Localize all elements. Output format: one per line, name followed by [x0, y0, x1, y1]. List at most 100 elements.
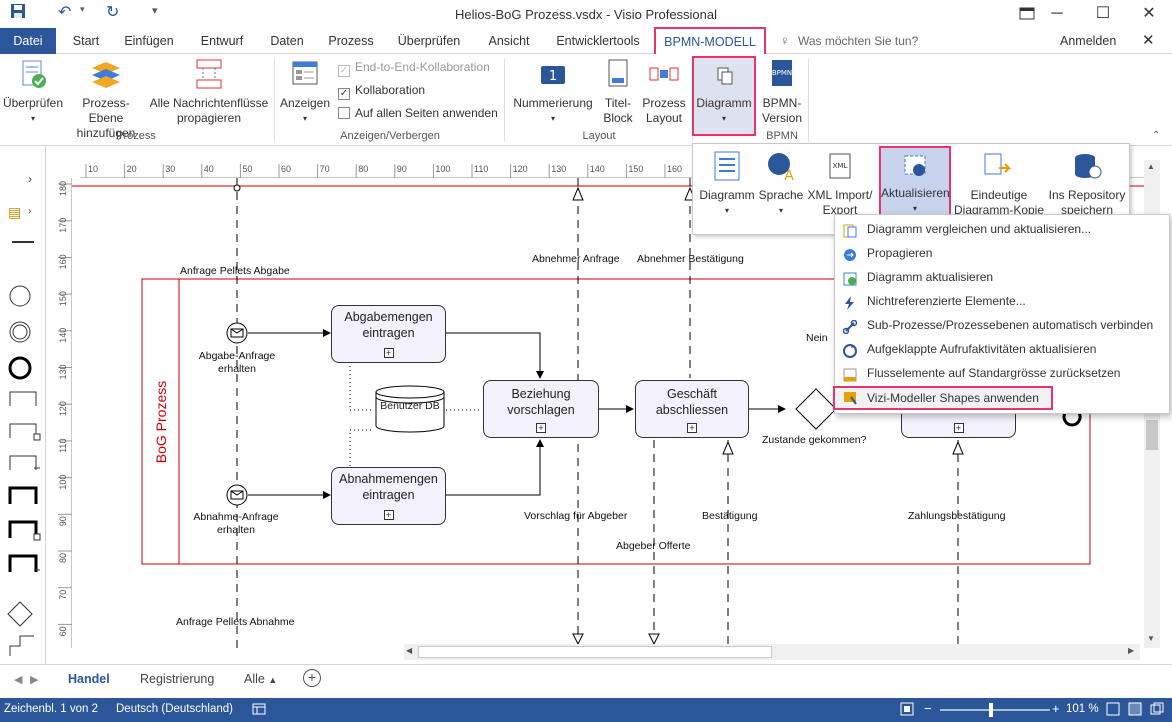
- zoom-in-icon[interactable]: +: [1052, 701, 1060, 716]
- gateway[interactable]: [795, 388, 837, 430]
- title-bar: ↶ ▾ ↻ ▾ Helios-BoG Prozess.vsdx - Visio …: [0, 0, 1172, 28]
- page-tab-registrierung[interactable]: Registrierung: [140, 672, 215, 686]
- group-separator: [274, 58, 275, 142]
- minimize-icon[interactable]: ─: [1051, 5, 1063, 22]
- task-label: Geschäft abschliessen: [655, 387, 729, 417]
- tab-next-icon[interactable]: ▶: [30, 674, 39, 686]
- scroll-thumb[interactable]: [1146, 420, 1158, 450]
- task-beziehung[interactable]: Beziehung vorschlagen+: [483, 380, 599, 438]
- task-abgabemengen[interactable]: Abgabemengen eintragen+: [331, 305, 446, 363]
- page-tab-alle[interactable]: Alle ▲: [244, 672, 277, 686]
- fit-page-icon[interactable]: [900, 702, 914, 719]
- maximize-icon[interactable]: ☐: [1095, 5, 1111, 22]
- group-anzeigen-label: Anzeigen/Verbergen: [340, 130, 440, 142]
- tab-start[interactable]: Start: [72, 34, 100, 48]
- submenu-sprache-button[interactable]: A Sprache ▾: [757, 150, 805, 218]
- tab-entwurf[interactable]: Entwurf: [200, 34, 244, 48]
- menu-item-vizi-modeller[interactable]: Vizi-Modeller Shapes anwenden: [833, 386, 1053, 410]
- tab-ueberpruefen[interactable]: Überprüfen: [397, 34, 461, 48]
- tab-entwicklertools[interactable]: Entwicklertools: [556, 34, 640, 48]
- close-document-icon[interactable]: ✕: [1142, 32, 1155, 49]
- pan-zoom-icon[interactable]: [1128, 702, 1142, 719]
- submenu-kopie-label: Eindeutige Diagramm-Kopie: [953, 188, 1045, 217]
- ruler-label: 130: [58, 364, 68, 379]
- checkbox-alle-seiten[interactable]: Auf allen Seiten anwenden: [338, 106, 498, 120]
- menu-item-nichtreferenziert[interactable]: Nichtreferenzierte Elemente...: [835, 289, 1169, 313]
- checkbox-kollaboration[interactable]: ✓Kollaboration: [338, 83, 425, 100]
- switch-windows-icon[interactable]: [1150, 702, 1164, 719]
- close-icon[interactable]: ✕: [1142, 5, 1156, 22]
- tab-prozess[interactable]: Prozess: [328, 34, 374, 48]
- nummerierung-button[interactable]: 1 Nummerierung ▾: [508, 58, 598, 126]
- signin-link[interactable]: Anmelden: [1060, 34, 1117, 48]
- horizontal-scrollbar[interactable]: ◀ ▶: [404, 644, 1140, 660]
- scroll-left-icon[interactable]: ◀: [406, 646, 413, 655]
- tab-daten[interactable]: Daten: [270, 34, 304, 48]
- datastore-benutzer[interactable]: [374, 384, 446, 434]
- fit-window-icon[interactable]: [1106, 702, 1120, 719]
- menu-item-aktualisieren[interactable]: Diagramm aktualisieren: [835, 265, 1169, 289]
- scroll-down-icon[interactable]: ▼: [1147, 634, 1155, 643]
- zoom-level[interactable]: 101 %: [1066, 703, 1099, 715]
- collapse-ribbon-icon[interactable]: ⌃: [1152, 130, 1161, 141]
- expand-shapes-icon[interactable]: ›: [28, 172, 32, 186]
- menu-bar: Datei Start Einfügen Entwurf Daten Proze…: [0, 27, 1172, 57]
- stencil-icon[interactable]: ▤: [8, 204, 22, 220]
- shape-stencils[interactable]: [6, 238, 42, 658]
- save-icon[interactable]: [10, 3, 26, 24]
- compare-icon: [843, 222, 857, 238]
- menu-item-vergleichen[interactable]: Diagramm vergleichen und aktualisieren..…: [835, 217, 1169, 241]
- submenu-kopie-button[interactable]: Eindeutige Diagramm-Kopie: [949, 150, 1049, 218]
- lightbulb-icon: ♀: [780, 33, 790, 48]
- scroll-right-icon[interactable]: ▶: [1128, 646, 1135, 655]
- scroll-thumb[interactable]: [418, 646, 772, 658]
- submenu-repository-button[interactable]: Ins Repository speichern: [1045, 150, 1129, 218]
- prozess-ebene-button[interactable]: Prozess-Ebene hinzufügen: [66, 58, 146, 141]
- message-arrow: [572, 186, 584, 201]
- undo-dropdown-icon[interactable]: ▾: [80, 4, 85, 14]
- bpmn-version-button[interactable]: BPMN BPMN-Version: [758, 58, 806, 126]
- menu-item-label: Sub-Prozesse/Prozessebenen automatisch v…: [867, 318, 1154, 332]
- undo-icon[interactable]: ↶: [58, 4, 72, 21]
- scroll-up-icon[interactable]: ▲: [1147, 162, 1155, 171]
- submenu-diagramm-button[interactable]: Diagramm ▾: [695, 150, 759, 218]
- alle-nachrichten-button[interactable]: Alle Nachrichtenflüsse propagieren: [148, 58, 270, 126]
- task-abnahmemengen[interactable]: Abnahmemengen eintragen+: [331, 467, 446, 525]
- menu-item-verbinden[interactable]: Sub-Prozesse/Prozessebenen automatisch v…: [835, 313, 1169, 337]
- chevron-down-icon: ▾: [724, 206, 729, 215]
- add-page-icon[interactable]: +: [303, 669, 321, 687]
- task-geschaeft[interactable]: Geschäft abschliessen+: [635, 380, 749, 438]
- pruefen-button[interactable]: Überprüfen ▾: [2, 58, 64, 126]
- diagramm-button[interactable]: Diagramm ▾: [692, 56, 756, 136]
- submenu-aktualisieren-button[interactable]: Aktualisieren ▾: [879, 146, 951, 216]
- stencil-expand-icon[interactable]: ›: [28, 206, 32, 217]
- tab-prev-icon[interactable]: ◀: [14, 674, 23, 686]
- group-bpmn-label: BPMN: [766, 130, 798, 142]
- page-tab-handel[interactable]: Handel: [68, 672, 110, 686]
- tell-me-input[interactable]: Was möchten Sie tun?: [798, 34, 919, 48]
- diagramm-label: Diagramm: [696, 96, 752, 110]
- customize-quick-access-icon[interactable]: ▾: [152, 5, 158, 17]
- menu-item-propagieren[interactable]: Propagieren: [835, 241, 1169, 265]
- zoom-slider[interactable]: [940, 703, 1050, 717]
- checkbox-end-to-end[interactable]: ✓End-to-End-Kollaboration: [338, 60, 490, 77]
- submenu-xml-label: XML Import/ Export: [807, 188, 873, 217]
- titelblock-button[interactable]: Titel-Block: [600, 58, 636, 126]
- zoom-thumb[interactable]: [989, 703, 994, 717]
- menu-item-standardgroesse[interactable]: Flusselemente auf Standargrösse zurückse…: [835, 361, 1169, 385]
- submenu-xml-button[interactable]: XML XML Import/ Export: [805, 150, 875, 218]
- macro-icon[interactable]: [252, 702, 266, 719]
- tab-einfuegen[interactable]: Einfügen: [124, 34, 174, 48]
- message-label: Anfrage Pellets Abgabe: [180, 265, 290, 277]
- ribbon-options-icon[interactable]: [1004, 2, 1050, 26]
- anzeigen-button[interactable]: Anzeigen ▾: [278, 58, 332, 126]
- menu-item-aufrufaktivitaeten[interactable]: Aufgeklappte Aufrufaktivitäten aktualisi…: [835, 337, 1169, 361]
- tab-datei[interactable]: Datei: [0, 28, 56, 54]
- tab-ansicht[interactable]: Ansicht: [488, 34, 530, 48]
- prozesslayout-button[interactable]: Prozess Layout: [638, 58, 690, 126]
- menu-item-label: Nichtreferenzierte Elemente...: [867, 294, 1026, 308]
- tab-bpmn-modell[interactable]: BPMN-MODELL: [654, 27, 766, 57]
- zoom-out-icon[interactable]: −: [924, 701, 932, 716]
- redo-icon[interactable]: ↻: [106, 4, 120, 21]
- chevron-down-icon: ▾: [721, 114, 726, 123]
